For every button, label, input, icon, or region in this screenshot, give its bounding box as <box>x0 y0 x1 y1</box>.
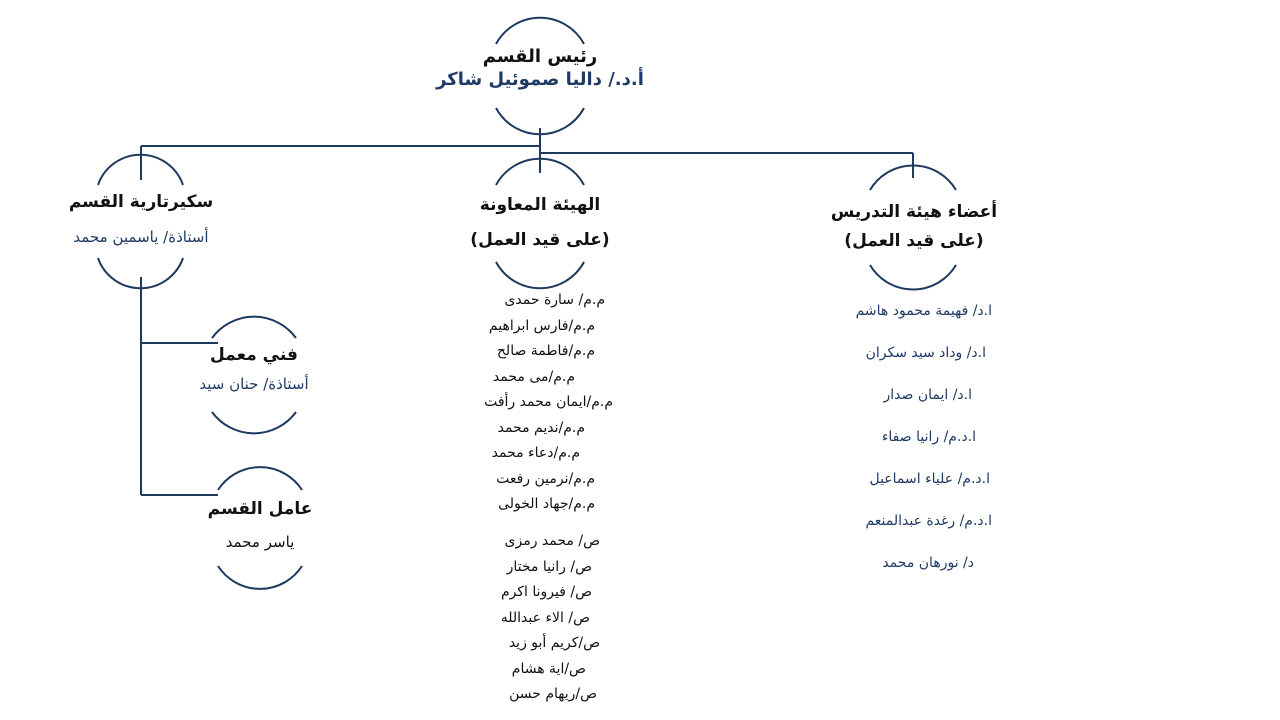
faculty-subtitle: (على قيد العمل) <box>844 230 984 251</box>
list-item: ص/اية هشام <box>511 660 586 677</box>
list-item: م.م/نديم محمد <box>497 419 585 436</box>
list-item: ص/ رانيا مختار <box>506 558 592 575</box>
technician-name: أستاذة/ حنان سيد <box>199 374 309 393</box>
head-arc-top <box>495 16 585 45</box>
worker-title: عامل القسم <box>207 499 313 519</box>
list-item: ص/ريهام حسن <box>509 686 597 702</box>
list-item: ص/ فيرونا اكرم <box>500 584 592 600</box>
list-item: ا.د/ وداد سيد سكران <box>865 345 986 361</box>
list-item: ص/ محمد رمزى <box>504 533 600 549</box>
list-item: ا.د.م/ رانيا صفاء <box>881 429 976 445</box>
list-item: ا.د/ فهيمة محمود هاشم <box>855 303 992 319</box>
secretary-name: أستاذة/ ياسمين محمد <box>73 227 209 246</box>
list-item: ص/ الاء عبدالله <box>500 609 590 626</box>
secretary-arc-top <box>97 153 184 186</box>
worker-arc-top <box>217 466 303 491</box>
faculty-title: أعضاء هيئة التدريس <box>830 202 998 222</box>
list-item: م.م/دعاء محمد <box>491 445 580 461</box>
faculty-list: ا.د/ فهيمة محمود هاشم ا.د/ وداد سيد سكرا… <box>856 290 992 584</box>
worker-arc-bottom <box>217 565 303 590</box>
faculty-arc-bottom <box>869 264 957 291</box>
technician-arc-top <box>211 315 297 339</box>
assistant-staff-title: الهيئة المعاونة <box>479 195 601 215</box>
assistant-staff-subtitle: (على قيد العمل) <box>470 229 610 250</box>
secretary-title: سكيرتارية القسم <box>68 192 214 212</box>
faculty-arc-top <box>869 164 957 191</box>
technician-node: فني معمل أستاذة/ حنان سيد <box>158 346 350 393</box>
list-item: ا.د.م/ علياء اسماعيل <box>869 471 990 487</box>
list-item: م.م/فارس ابراهيم <box>488 317 595 334</box>
secretary-node: سكيرتارية القسم أستاذة/ ياسمين محمد <box>30 193 252 246</box>
list-item: م.م/فاطمة صالح <box>496 343 595 359</box>
list-item: ا.د.م/ رغدة عبدالمنعم <box>865 513 992 529</box>
faculty-node: أعضاء هيئة التدريس (على قيد العمل) <box>794 203 1034 250</box>
assistant-arc-top <box>495 157 585 186</box>
assistant-staff-list-s: ص/ محمد رمزى ص/ رانيا مختار ص/ فيرونا اك… <box>501 529 600 708</box>
head-title: رئيس القسم <box>482 46 598 67</box>
list-item: م.م/نرمين رفعت <box>496 470 595 487</box>
assistant-staff-node: الهيئة المعاونة (على قيد العمل) <box>420 196 660 249</box>
list-item: م.م/جهاد الخولى <box>498 496 595 512</box>
list-item: د/ نورهان محمد <box>882 555 974 571</box>
assistant-staff-list-mm: م.م/ سارة حمدى م.م/فارس ابراهيم م.م/فاطم… <box>484 288 613 518</box>
technician-arc-bottom <box>211 411 297 435</box>
list-item: ا.د/ ايمان صدار <box>883 387 972 403</box>
technician-title: فني معمل <box>210 345 298 365</box>
worker-name: ياسر محمد <box>225 532 295 551</box>
head-node: رئيس القسم أ.د./ داليا صموئيل شاكر <box>420 46 660 90</box>
list-item: م.م/مى محمد <box>492 368 575 385</box>
list-item: م.م/ سارة حمدى <box>504 292 605 308</box>
list-item: م.م/ايمان محمد رأفت <box>484 394 613 410</box>
assistant-arc-bottom <box>495 261 585 290</box>
list-item: ص/كريم أبو زيد <box>508 635 600 651</box>
head-name: أ.د./ داليا صموئيل شاكر <box>436 69 644 90</box>
worker-node: عامل القسم ياسر محمد <box>188 500 332 551</box>
